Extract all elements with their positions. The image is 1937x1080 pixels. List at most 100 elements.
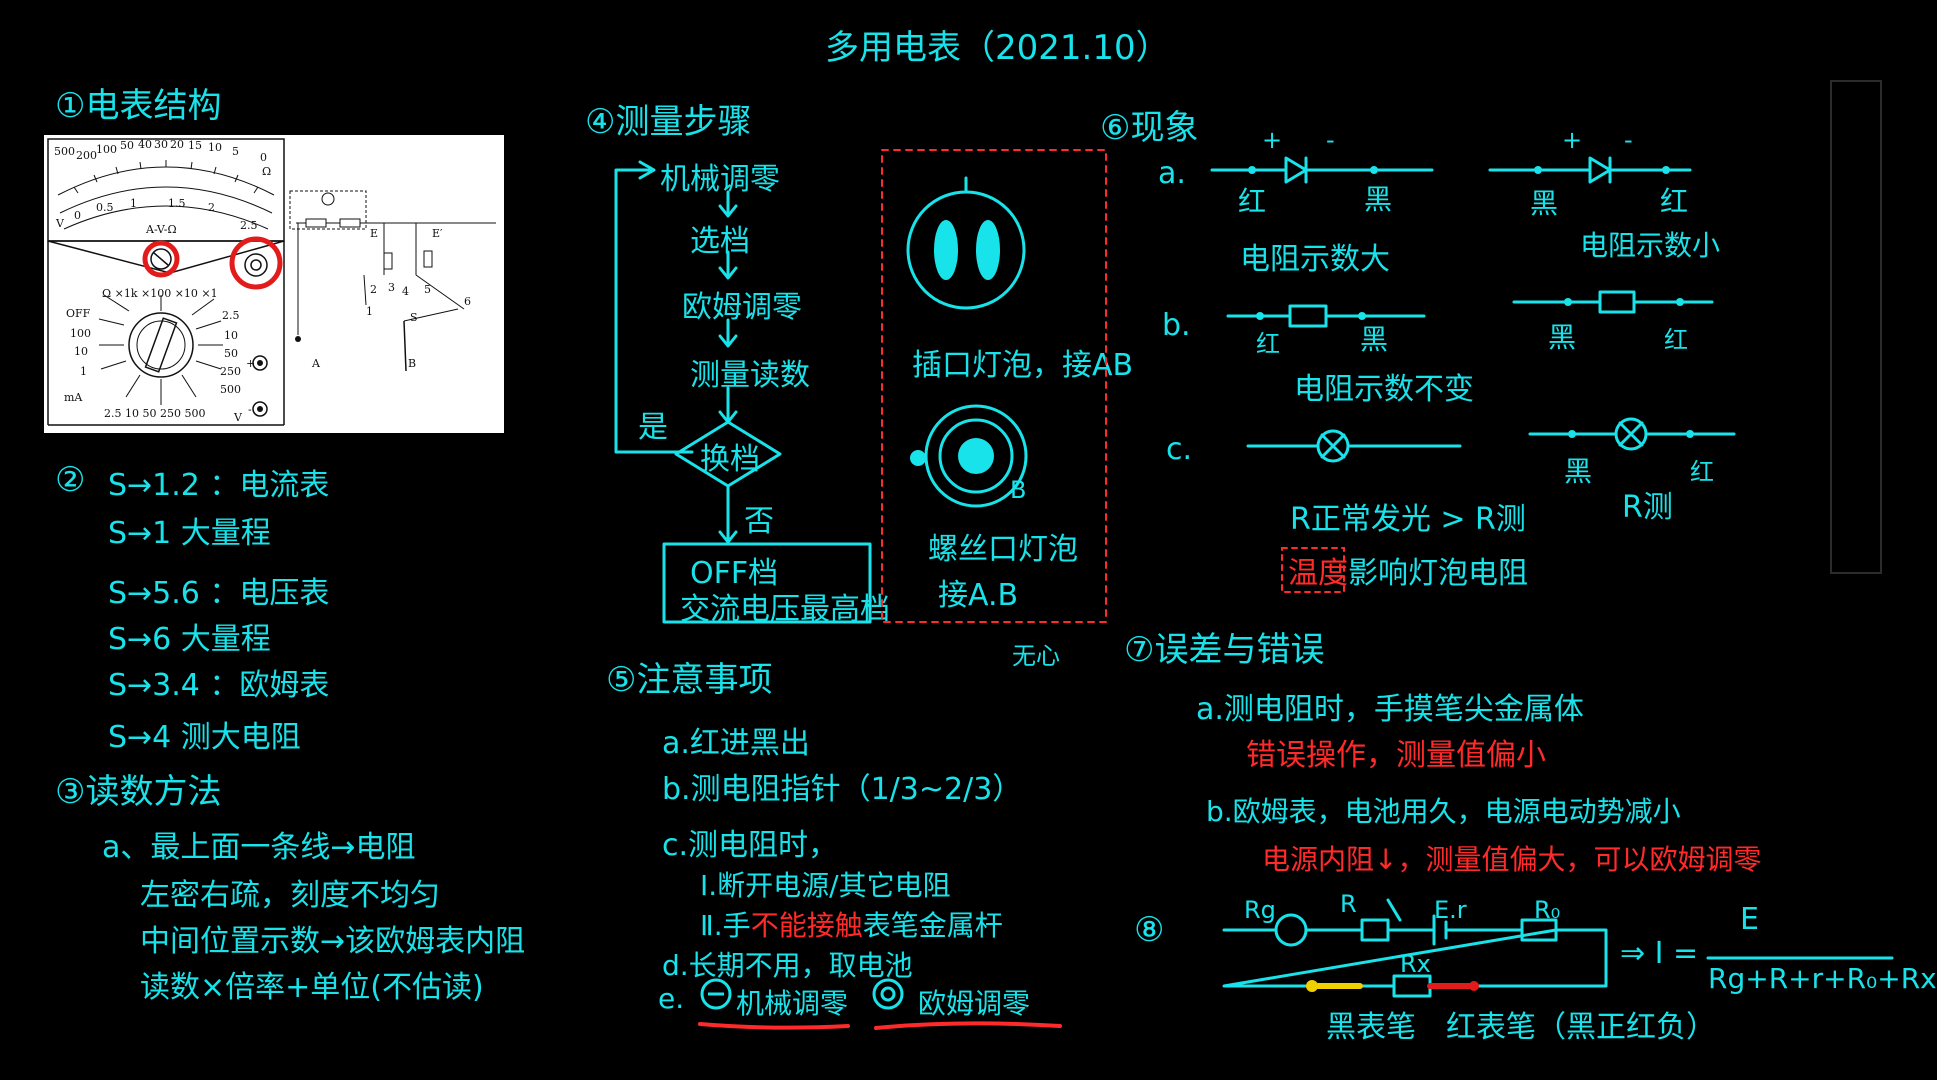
- scale-top-label: 40: [138, 138, 152, 151]
- plus-terminal-label: +: [246, 357, 256, 370]
- scale-bottom-label: 1.5: [168, 197, 186, 210]
- minus-circle-icon: [700, 978, 732, 1010]
- red-pen-label: 红表笔（黑正红负）: [1446, 1010, 1716, 1045]
- circuit-label-b: B: [408, 357, 417, 370]
- s3-line: 左密右疏，刻度不均匀: [140, 878, 440, 913]
- screw-bulb-mid: [938, 418, 1014, 494]
- v-unit: V: [234, 411, 242, 424]
- black-probe-label: 黑: [1360, 323, 1389, 356]
- scale-top-label: 15: [188, 139, 202, 152]
- formula-denominator: Rg+R+r+R₀+Rx: [1708, 962, 1937, 995]
- node-dot: [1676, 298, 1684, 306]
- formula-numerator: E: [1740, 902, 1759, 937]
- black-pen-tip: [1306, 980, 1318, 992]
- node-dot: [1564, 298, 1572, 306]
- step-ohm-zero: 欧姆调零: [682, 290, 802, 325]
- ohmmeter-circuit: [1222, 928, 1608, 988]
- red-probe-label: 红: [1690, 458, 1714, 486]
- screw-bulb-pin-a-dot: [910, 450, 926, 466]
- step-measure: 测量读数: [690, 358, 810, 393]
- s2-line: S→4 测大电阻: [108, 720, 301, 755]
- label-r: R: [1340, 890, 1357, 918]
- no-label: 否: [744, 504, 774, 539]
- red-probe-label: 红: [1664, 326, 1688, 354]
- scale-ohm-label: Ω: [262, 165, 272, 178]
- section-4-heading: ④测量步骤: [585, 102, 752, 142]
- diode-minus: -: [1624, 126, 1633, 154]
- node-dot: [1256, 312, 1264, 320]
- scale-bottom-label: 0: [74, 209, 81, 222]
- flow-arrow: [718, 386, 738, 424]
- step-mechanical-zero: 机械调零: [660, 162, 780, 197]
- section-1-heading: ①电表结构: [55, 86, 222, 126]
- s5-c1: Ⅰ.断开电源/其它电阻: [700, 869, 951, 902]
- scale-top-label: 0: [260, 151, 267, 164]
- s5-a: a.红进黑出: [662, 726, 810, 761]
- screw-bulb-outer: [924, 404, 1028, 508]
- section-5-heading: ⑤注意事项: [606, 660, 773, 700]
- section-2-heading: ②: [55, 460, 86, 500]
- s5-e1: 机械调零: [736, 987, 849, 1020]
- s7-b: b.欧姆表，电池用久，电源电动势减小: [1206, 795, 1681, 828]
- s3-line: 读数×倍率+单位(不估读): [140, 970, 484, 1005]
- bulb-c2: [1614, 417, 1648, 451]
- bulb-cross-c2: [1618, 421, 1644, 447]
- circuit-label-3: 3: [388, 281, 395, 294]
- scale-bottom-label: 2: [208, 201, 215, 214]
- bulb-cross-c1: [1320, 433, 1346, 459]
- bulb-c1: [1316, 429, 1350, 463]
- circuit-label-e2: E′: [432, 227, 443, 240]
- s5-c: c.测电阻时，: [662, 828, 839, 863]
- loop-arrowhead: [638, 160, 656, 180]
- node-dot: [1370, 166, 1378, 174]
- underline-ohm-zero: [874, 1021, 1062, 1030]
- s5-c2-pre: Ⅱ.手: [700, 909, 751, 942]
- screw-bulb-caption: 螺丝口灯泡: [928, 532, 1078, 567]
- scale-top-label: 100: [96, 143, 117, 156]
- ma-unit: mA: [64, 391, 83, 404]
- range-header: Ω ×1k ×100 ×10 ×1: [102, 287, 218, 300]
- s5-e-prefix: e.: [658, 982, 685, 1015]
- temperature-word: 温度: [1288, 556, 1348, 591]
- bulb-pin-b: B: [980, 272, 997, 300]
- s5-c2: Ⅱ.手不能接触表笔金属杆: [700, 904, 1003, 944]
- s2-line: S→5.6 ：电压表: [108, 576, 330, 611]
- node-dot: [1662, 166, 1670, 174]
- r-measured: R测: [1622, 490, 1673, 525]
- end-line: OFF档: [690, 556, 779, 591]
- bulb-pin-a-shape: [934, 220, 958, 280]
- black-probe-label: 黑: [1364, 183, 1393, 216]
- ma-tick: 1: [80, 365, 87, 378]
- flow-arrow: [718, 484, 738, 544]
- row-b-label: b.: [1162, 308, 1191, 343]
- flow-arrow: [718, 190, 738, 218]
- node-dot: [1686, 430, 1694, 438]
- circuit-label-2: 2: [370, 283, 377, 296]
- screw-bulb-pin-b: B: [1010, 476, 1027, 504]
- circuit-label-5: 5: [424, 283, 431, 296]
- node-dot: [1568, 430, 1576, 438]
- diode-symbol-a1: [1284, 156, 1308, 184]
- rheostat-r: [1360, 918, 1390, 942]
- scale-top-label: 500: [54, 145, 75, 158]
- resistor-b1: [1288, 304, 1328, 328]
- screw-bulb-caption: 接A.B: [938, 578, 1019, 613]
- diode-plus: +: [1562, 126, 1583, 154]
- v-tick: 250: [220, 365, 241, 378]
- diode-symbol-a2: [1588, 156, 1612, 184]
- yes-label: 是: [638, 410, 668, 445]
- node-dot: [1534, 166, 1542, 174]
- scale-v-label: V: [56, 217, 64, 230]
- v-tick: 50: [224, 347, 238, 360]
- s5-c2-post: 表笔金属杆: [862, 909, 1003, 942]
- black-probe-label: 黑: [1564, 455, 1593, 488]
- circuit-label-4: 4: [402, 285, 409, 298]
- scale-top-label: 10: [208, 141, 222, 154]
- minus-terminal-label: -: [248, 403, 252, 416]
- s7-b-red: 电源内阻↓，测量值偏大，可以欧姆调零: [1262, 843, 1762, 876]
- circuit-label-a: A: [312, 357, 320, 370]
- ma-tick: 10: [74, 345, 88, 358]
- s2-line: S→1 大量程: [108, 516, 271, 551]
- underline-mechanical-zero: [698, 1022, 850, 1030]
- ma-tick: 100: [70, 327, 91, 340]
